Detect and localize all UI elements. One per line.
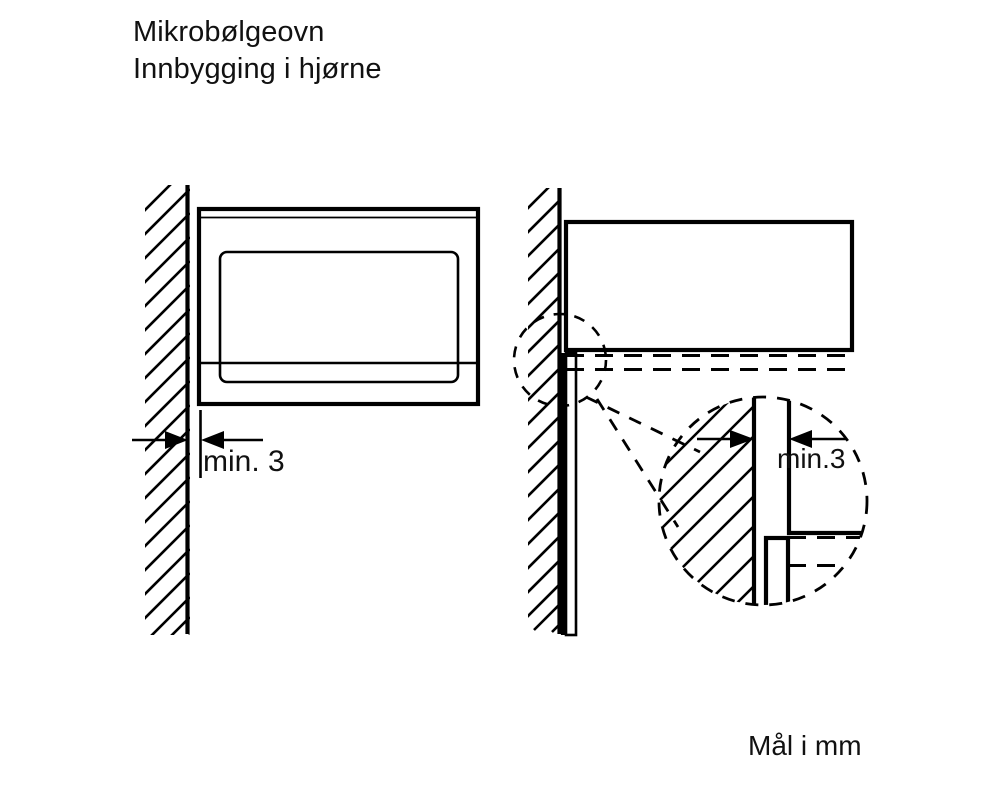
top-view-door-panel bbox=[560, 351, 578, 637]
arrow-left-icon bbox=[201, 431, 224, 449]
arrow-right-icon bbox=[730, 430, 754, 448]
detail-source-circle bbox=[512, 312, 608, 408]
front-view-door-panel bbox=[218, 250, 460, 384]
front-view-dimension bbox=[132, 431, 263, 449]
detail-appliance-edge bbox=[786, 397, 867, 536]
detail-callout bbox=[657, 395, 869, 607]
detail-magnifier-circle bbox=[657, 395, 869, 607]
front-view-appliance-body bbox=[196, 206, 481, 407]
arrow-right-icon bbox=[165, 431, 188, 449]
title-line-2: Innbygging i hjørne bbox=[133, 53, 382, 86]
top-view-appliance-body bbox=[563, 219, 855, 353]
detail-dimension-label: min.3 bbox=[777, 443, 846, 474]
detail-door-panel bbox=[763, 535, 791, 605]
units-note: Mål i mm bbox=[748, 730, 862, 761]
detail-leader-upper bbox=[585, 395, 701, 454]
front-view-diagram bbox=[132, 185, 481, 635]
detail-leader-lower bbox=[595, 398, 680, 528]
title-block: Mikrobølgeovn Innbygging i hjørne bbox=[133, 14, 382, 88]
detail-wall-hatching bbox=[659, 399, 756, 605]
title-line-1: Mikrobølgeovn bbox=[133, 16, 325, 48]
detail-contents bbox=[659, 397, 867, 605]
front-view-wall-hatching bbox=[145, 185, 190, 635]
top-view-diagram bbox=[512, 188, 869, 637]
front-view-dimension-label: min. 3 bbox=[203, 445, 285, 478]
top-view-wall-hatching bbox=[528, 188, 560, 633]
arrow-left-icon bbox=[789, 430, 812, 448]
